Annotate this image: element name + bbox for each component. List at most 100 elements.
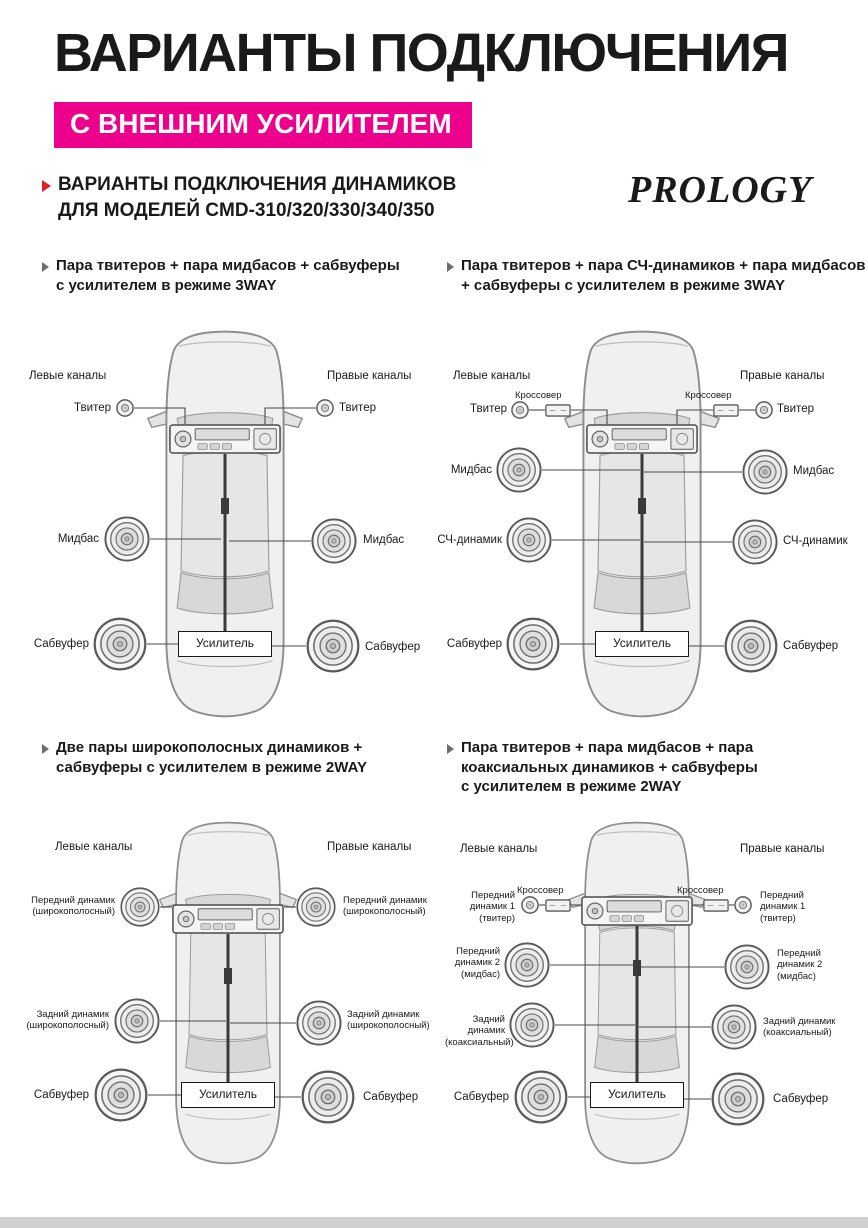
front-speaker-right-label: Передний динамик (широкополосный) [343, 895, 427, 918]
amplifier-label: Усилитель [607, 1087, 667, 1101]
amplifier-label: Усилитель [195, 636, 255, 650]
subwoofer-right-label: Сабвуфер [783, 640, 839, 652]
front-speaker1-right-label: Передний динамик 1 (твитер) [760, 890, 806, 924]
diagram1-title: Пара твитеров + пара мидбасов + сабвуфер… [56, 256, 400, 295]
wiring-lines [529, 409, 755, 647]
midbass-left-label: Мидбас [57, 533, 99, 545]
midbass-left-icon [496, 447, 542, 493]
amplifier-box: Усилитель [590, 1082, 684, 1108]
midbass-right-label: Мидбас [363, 534, 405, 546]
subwoofer-left-label: Сабвуфер [453, 1091, 509, 1103]
rear-coax-left-icon [509, 1002, 555, 1048]
tweeter-right-icon [316, 399, 334, 417]
crossover-right-icon [713, 404, 739, 417]
front-midbass-left-icon [504, 942, 550, 988]
diagram4-title: Пара твитеров + пара мидбасов + пара коа… [461, 738, 758, 797]
amplifier-label: Усилитель [198, 1087, 258, 1101]
diagram2-title: Пара твитеров + пара СЧ-динамиков + пара… [461, 256, 865, 295]
diagram1-title-line2: с усилителем в режиме 3WAY [56, 276, 277, 294]
head-unit [172, 904, 284, 934]
rear-speaker-left-label: Задний динамик (коаксиальный) [445, 1014, 514, 1048]
subwoofer-left-icon [514, 1070, 568, 1124]
subtitle-line2: ДЛЯ МОДЕЛЕЙ CMD-310/320/330/340/350 [58, 199, 435, 221]
diagram-2way-wideband: Левые каналы Правые каналы Передний дина… [15, 808, 430, 1176]
front-speaker2-right-label: Передний динамик 2 (мидбас) [777, 948, 823, 982]
left-channels-label: Левые каналы [453, 370, 531, 382]
diagram4-scene [504, 821, 770, 1165]
subwoofer-left-label: Сабвуфер [446, 638, 502, 650]
crossover-left-label: Кроссовер [515, 390, 562, 401]
diagram2-title-line2: + сабвуферы с усилителем в режиме 3WAY [461, 276, 785, 294]
mid-speaker-left-label: СЧ-динамик [437, 534, 502, 546]
left-channels-label: Левые каналы [55, 841, 133, 853]
head-unit [169, 424, 281, 454]
front-midbass-right-icon [724, 944, 770, 990]
wiring-lines [134, 407, 316, 647]
subwoofer-right-label: Сабвуфер [365, 641, 421, 653]
cable-connector [638, 498, 646, 514]
crossover-right-label: Кроссовер [685, 390, 732, 401]
mid-speaker-left-icon [506, 517, 552, 563]
right-channels-label: Правые каналы [740, 843, 825, 855]
diagram1-scene [93, 330, 360, 718]
head-unit [581, 896, 693, 926]
crossover-left-label: Кроссовер [517, 885, 564, 896]
front-speaker1-left-label: Передний динамик 1 (твитер) [469, 890, 515, 924]
left-channels-label: Левые каналы [29, 370, 107, 382]
subtitle-line1: ВАРИАНТЫ ПОДКЛЮЧЕНИЯ ДИНАМИКОВ [58, 174, 457, 195]
front-tweeter-left-icon [521, 896, 539, 914]
subwoofer-right-icon [711, 1072, 765, 1126]
gray-arrow-icon [447, 262, 454, 272]
cable-connector [221, 498, 229, 514]
red-arrow-icon [42, 180, 51, 192]
diagram2-title-line1: Пара твитеров + пара СЧ-динамиков + пара… [461, 257, 866, 274]
prology-logo: PROLOGY [628, 169, 813, 211]
subwoofer-left-icon [506, 617, 560, 671]
subwoofer-right-icon [724, 619, 778, 673]
subwoofer-right-icon [306, 619, 360, 673]
diagram3-title-line1: Две пары широкополосных динамиков + [56, 739, 363, 756]
midbass-right-label: Мидбас [793, 465, 835, 477]
mid-speaker-right-icon [732, 519, 778, 565]
subwoofer-right-label: Сабвуфер [773, 1093, 829, 1105]
page-title: ВАРИАНТЫ ПОДКЛЮЧЕНИЯ [54, 23, 789, 83]
midbass-left-label: Мидбас [450, 464, 492, 476]
crossover-right-label: Кроссовер [677, 885, 724, 896]
tweeter-left-label: Твитер [470, 403, 507, 415]
amplifier-box: Усилитель [595, 631, 689, 657]
front-speaker-left-icon [120, 887, 160, 927]
midbass-right-icon [311, 518, 357, 564]
tweeter-right-label: Твитер [339, 402, 376, 414]
crossover-left-icon [545, 899, 571, 912]
midbass-left-icon [104, 516, 150, 562]
crossover-right-icon [703, 899, 729, 912]
gray-arrow-icon [42, 744, 49, 754]
diagram4-title-line2: коаксиальных динамиков + сабвуферы [461, 758, 758, 776]
right-channels-label: Правые каналы [327, 370, 412, 382]
subtitle: ВАРИАНТЫ ПОДКЛЮЧЕНИЯ ДИНАМИКОВ ДЛЯ МОДЕЛ… [58, 172, 456, 223]
gray-arrow-icon [42, 262, 49, 272]
tweeter-right-label: Твитер [777, 403, 814, 415]
rear-speaker-right-icon [296, 1000, 342, 1046]
subwoofer-left-label: Сабвуфер [33, 1089, 89, 1101]
diagram-3way-mids: Левые каналы Правые каналы Кроссовер Кро… [437, 328, 857, 720]
front-tweeter-right-icon [734, 896, 752, 914]
diagram4-title-line1: Пара твитеров + пара мидбасов + пара [461, 739, 754, 756]
right-channels-label: Правые каналы [740, 370, 825, 382]
diagram-3way-basic: Левые каналы Правые каналы Твитер Твитер… [15, 328, 427, 720]
tweeter-left-icon [116, 399, 134, 417]
wiring-lines [148, 906, 301, 1098]
footer-bar [0, 1217, 868, 1228]
diagram3-title-line2: сабвуферы с усилителем в режиме 2WAY [56, 758, 368, 776]
tweeter-left-label: Твитер [74, 402, 111, 414]
subwoofer-left-icon [93, 617, 147, 671]
subwoofer-left-label: Сабвуфер [33, 638, 89, 650]
midbass-right-icon [742, 449, 788, 495]
subwoofer-right-label: Сабвуфер [363, 1091, 419, 1103]
rear-speaker-right-label: Задний динамик (коаксиальный) [763, 1016, 836, 1039]
rear-speaker-left-label: Задний динамик (широкополосный) [26, 1009, 109, 1032]
gray-arrow-icon [447, 744, 454, 754]
left-channels-label: Левые каналы [460, 843, 538, 855]
mid-speaker-right-label: СЧ-динамик [783, 535, 848, 547]
